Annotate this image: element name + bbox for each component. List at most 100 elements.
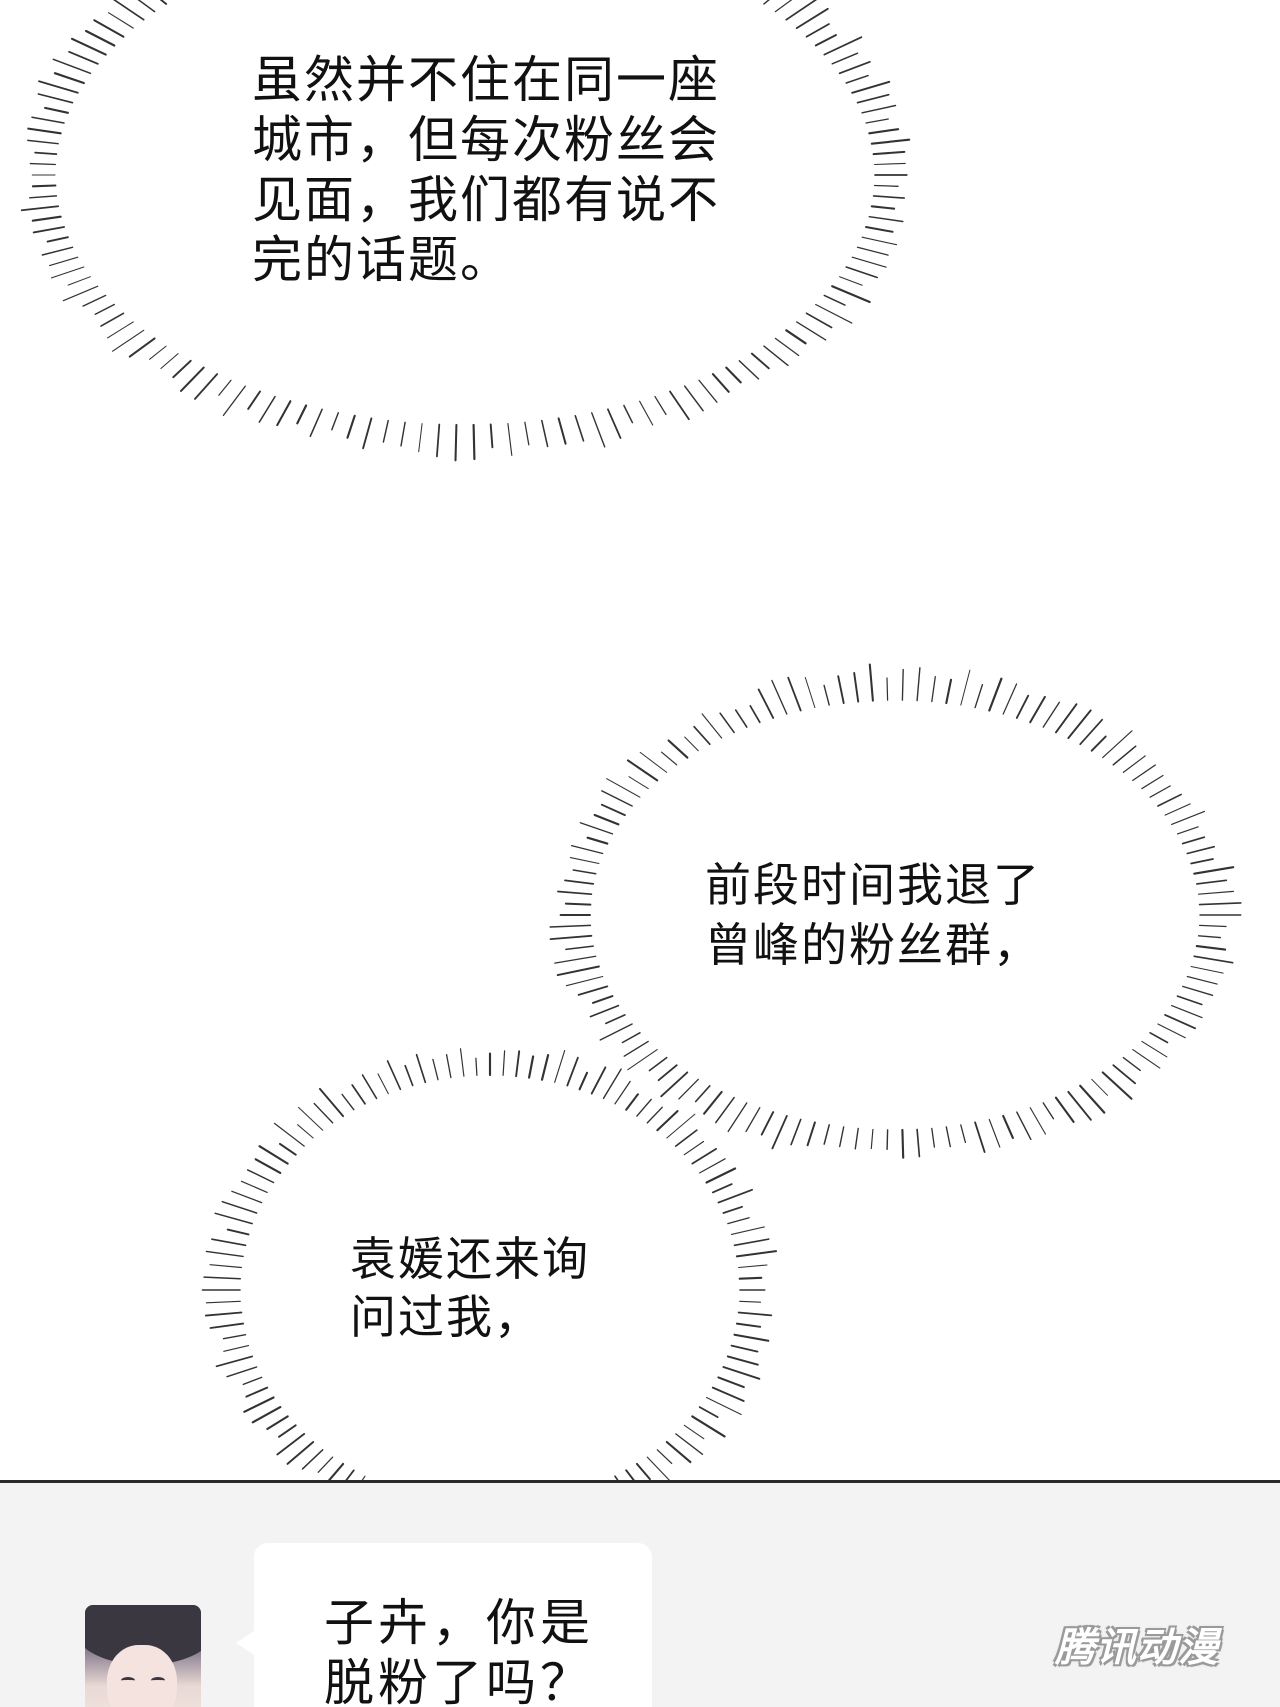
burst-line <box>745 1107 761 1133</box>
burst-line <box>1157 1023 1186 1039</box>
burst-line <box>1176 826 1199 835</box>
burst-line <box>554 1049 566 1083</box>
burst-line <box>1149 785 1171 798</box>
watermark-logo: 腾讯动漫 <box>1055 1625 1219 1671</box>
burst-line <box>1112 1064 1136 1085</box>
burst-line <box>870 138 911 145</box>
burst-line <box>806 1121 816 1147</box>
burst-line <box>733 1238 770 1247</box>
burst-line <box>565 975 604 987</box>
avatar-eye-left <box>121 1677 135 1684</box>
burst-line <box>705 1396 742 1416</box>
burst-line <box>678 1078 699 1100</box>
burst-line <box>46 236 69 243</box>
burst-line <box>727 1102 748 1133</box>
avatar-eye-right <box>151 1677 165 1684</box>
burst-line <box>415 1053 427 1084</box>
burst-line <box>52 58 92 75</box>
burst-line <box>805 23 830 38</box>
burst-line <box>627 1049 658 1071</box>
burst-line <box>1029 695 1046 724</box>
burst-line <box>901 1128 905 1159</box>
burst-line <box>557 417 567 445</box>
burst-line <box>787 676 802 712</box>
burst-line <box>27 127 62 135</box>
burst-line <box>569 857 600 865</box>
burst-line <box>445 1054 452 1079</box>
burst-line <box>750 352 770 370</box>
burst-line <box>475 1057 478 1076</box>
burst-line <box>683 385 704 412</box>
burst-line <box>831 285 871 304</box>
burst-line <box>646 1106 663 1124</box>
burst-line <box>362 417 373 450</box>
burst-line <box>1067 1090 1092 1121</box>
burst-line <box>656 1449 673 1465</box>
burst-line <box>31 215 62 222</box>
burst-line <box>795 7 829 30</box>
burst-line <box>377 1073 389 1095</box>
burst-line <box>31 116 65 124</box>
burst-line <box>436 423 441 458</box>
burst-line <box>215 1355 254 1368</box>
burst-line <box>804 676 816 709</box>
burst-line <box>1029 1107 1047 1135</box>
burst-line <box>823 294 846 306</box>
burst-line <box>53 72 85 85</box>
burst-line <box>763 0 770 5</box>
burst-line <box>318 1087 345 1118</box>
burst-line <box>297 1106 324 1131</box>
chat-message-text: 子卉，你是 脱粉了吗？ <box>324 1594 594 1707</box>
burst-line <box>838 60 871 75</box>
burst-line <box>160 353 179 370</box>
burst-line <box>1002 683 1018 715</box>
burst-line <box>873 184 899 187</box>
burst-line <box>589 1004 620 1018</box>
burst-line <box>1182 985 1214 996</box>
burst-line <box>579 822 614 835</box>
burst-line <box>738 1276 763 1280</box>
burst-line <box>179 366 205 392</box>
burst-line <box>515 1050 521 1078</box>
burst-line <box>211 1238 247 1247</box>
burst-line <box>204 1311 243 1317</box>
burst-line <box>404 1064 414 1087</box>
burst-line <box>276 1432 306 1456</box>
burst-line <box>639 751 668 773</box>
burst-line <box>194 373 219 400</box>
burst-line <box>815 303 853 324</box>
burst-line <box>1042 1102 1055 1120</box>
burst-line <box>1102 730 1133 759</box>
burst-line <box>20 205 60 212</box>
burst-line <box>1079 718 1104 746</box>
burst-line <box>727 1217 750 1225</box>
burst-line <box>112 329 145 352</box>
burst-line <box>886 1129 889 1151</box>
burst-line <box>600 803 626 817</box>
burst-line <box>317 1456 334 1473</box>
burst-line <box>49 256 79 267</box>
burst-line <box>606 778 641 798</box>
burst-line <box>222 1334 247 1340</box>
burst-line <box>870 205 896 210</box>
burst-line <box>607 408 622 439</box>
burst-line <box>258 1145 289 1165</box>
burst-line <box>823 684 830 706</box>
burst-line <box>730 1344 759 1353</box>
burst-line <box>625 1093 639 1111</box>
burst-line <box>814 34 837 47</box>
burst-line <box>82 294 107 307</box>
burst-line <box>44 106 69 114</box>
burst-line <box>960 1124 967 1144</box>
burst-line <box>717 1188 753 1204</box>
chat-panel: 子卉，你是 脱粉了吗？ <box>0 1480 1280 1707</box>
burst-line <box>988 677 1003 712</box>
burst-line <box>739 1300 762 1303</box>
burst-line <box>626 759 659 782</box>
burst-line <box>209 1264 243 1269</box>
burst-line <box>301 1449 324 1470</box>
burst-line <box>711 373 730 393</box>
burst-line <box>839 276 863 286</box>
burst-line <box>823 36 863 56</box>
burst-line <box>70 37 107 56</box>
